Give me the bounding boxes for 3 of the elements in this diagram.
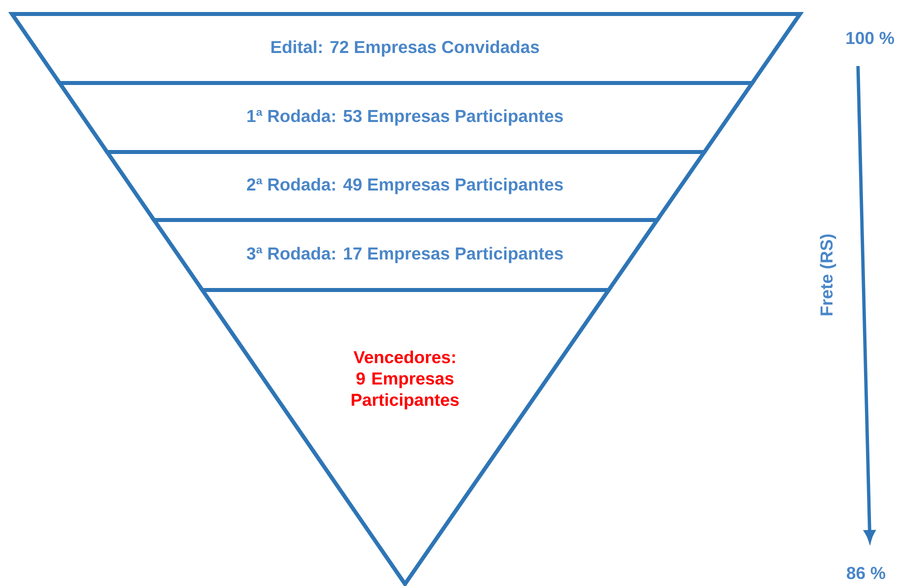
- percentage-label: 100 %: [846, 32, 894, 44]
- percentage-label: 86 %: [846, 566, 886, 580]
- axis-label: Frete (RS): [820, 234, 836, 316]
